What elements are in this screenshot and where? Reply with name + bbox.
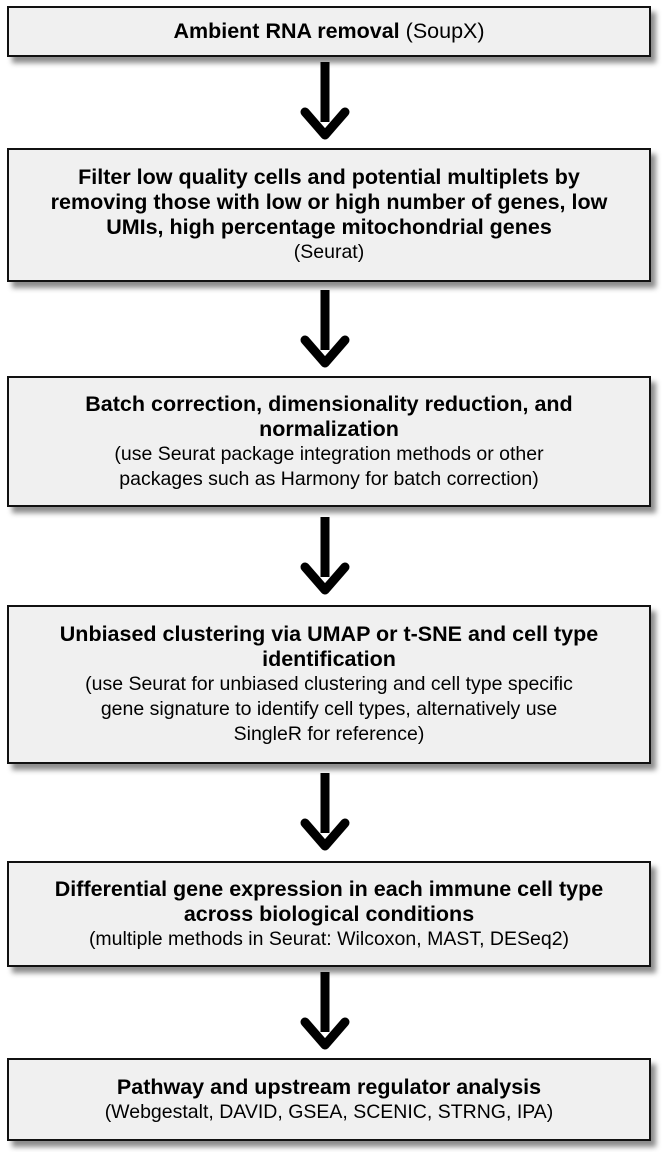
step-note-line: gene signature to identify cell types, a… — [100, 698, 558, 720]
step-differential-expression: Differential gene expression in each imm… — [7, 861, 651, 967]
step-title-line: identification — [262, 647, 396, 671]
step-title-line: Filter low quality cells and potential m… — [78, 165, 580, 189]
step-tool: (SoupX) — [405, 19, 485, 43]
flow-arrow — [295, 288, 355, 372]
step-pathway-analysis: Pathway and upstream regulator analysis … — [7, 1058, 651, 1141]
step-title-line: removing those with low or high number o… — [50, 190, 608, 214]
flow-arrow — [295, 515, 355, 599]
flow-arrow — [295, 60, 355, 144]
step-note-line: (use Seurat package integration methods … — [114, 442, 544, 465]
step-batch-correction: Batch correction, dimensionality reducti… — [7, 376, 651, 507]
step-title-line: Unbiased clustering via UMAP or t-SNE an… — [59, 622, 599, 646]
step-title-line: UMIs, high percentage mitochondrial gene… — [106, 215, 552, 239]
flow-arrow — [295, 771, 355, 855]
step-title-line: Differential gene expression in each imm… — [54, 876, 604, 901]
step-title-line: Pathway and upstream regulator analysis — [116, 1074, 542, 1099]
step-note-line: (Seurat) — [293, 241, 365, 263]
flow-arrow — [295, 970, 355, 1054]
step-note-line: (Webgestalt, DAVID, GSEA, SCENIC, STRNG,… — [104, 1100, 554, 1123]
step-title-text: Ambient RNA removal — [173, 19, 400, 43]
step-note-line: packages such as Harmony for batch corre… — [119, 467, 539, 490]
step-title-line: Batch correction, dimensionality reducti… — [85, 391, 573, 416]
step-title: Ambient RNA removal (SoupX) — [173, 19, 484, 44]
step-note-line: SingleR for reference) — [233, 723, 425, 745]
step-title-line: across biological conditions — [183, 901, 475, 926]
step-title-line: normalization — [259, 416, 399, 441]
step-filter-cells: Filter low quality cells and potential m… — [7, 148, 651, 282]
step-note-line: (multiple methods in Seurat: Wilcoxon, M… — [88, 927, 570, 950]
step-clustering: Unbiased clustering via UMAP or t-SNE an… — [7, 605, 651, 764]
step-note-line: (use Seurat for unbiased clustering and … — [85, 673, 573, 695]
step-ambient-rna-removal: Ambient RNA removal (SoupX) — [7, 6, 651, 57]
